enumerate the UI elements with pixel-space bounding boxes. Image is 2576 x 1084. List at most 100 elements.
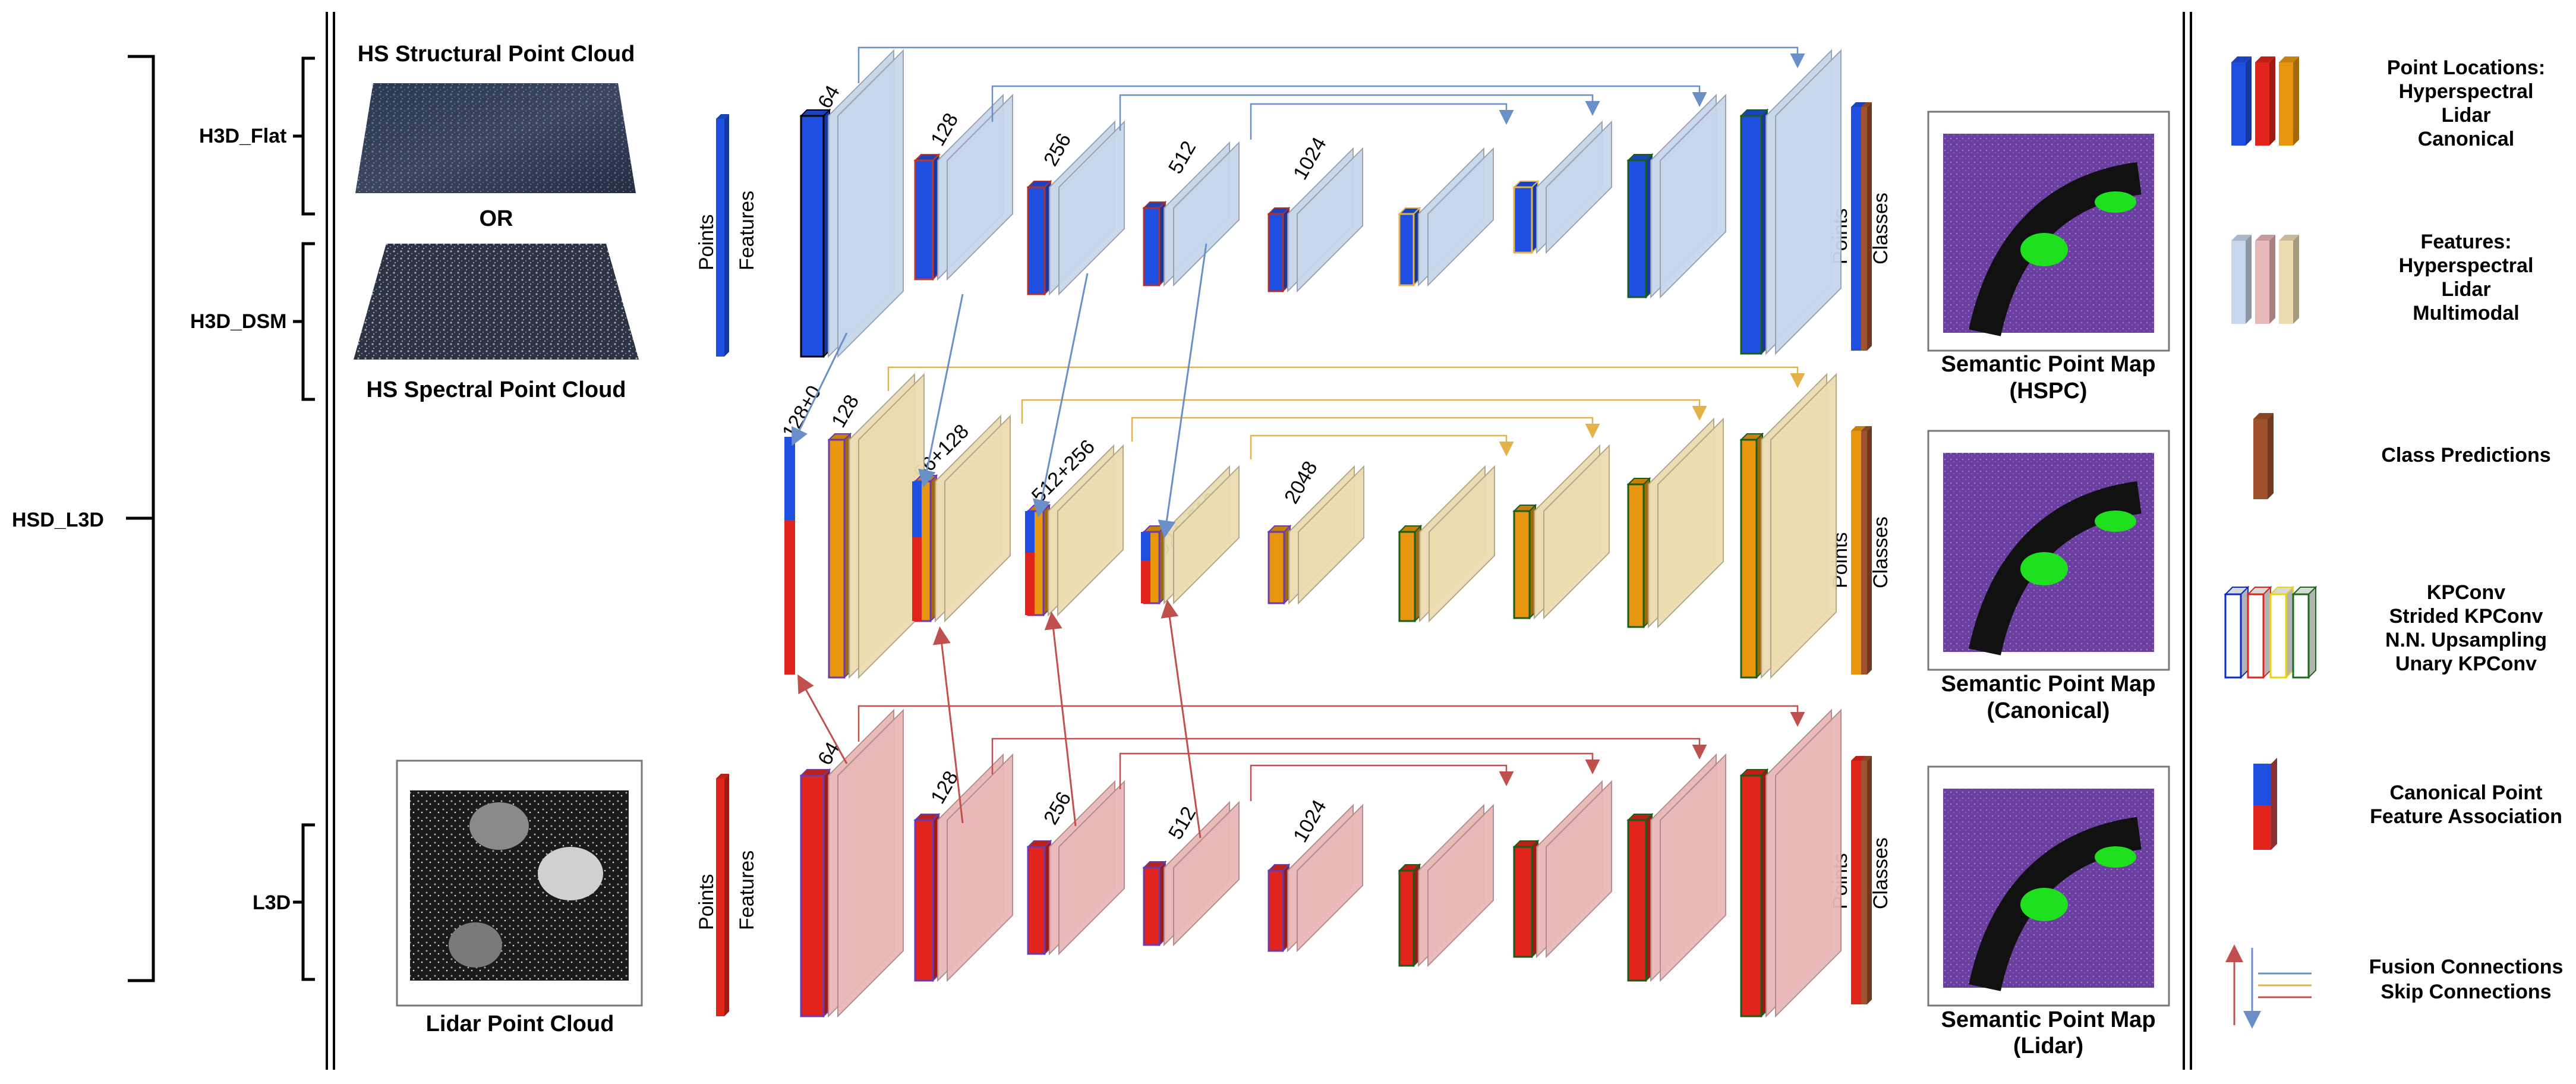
mid-unit-6-pt-front <box>1398 531 1416 622</box>
bot-class-pred-top <box>1861 756 1872 761</box>
fusion-bot-1 <box>932 626 964 824</box>
legend-conv-2-front <box>2269 593 2287 679</box>
top-unit-7-feat-b <box>1660 93 1726 299</box>
mid-unit-1-pt-front <box>828 439 846 679</box>
top-unit-1-pt-front <box>914 159 934 281</box>
top-unit-3-feat-b <box>1173 141 1240 287</box>
bot-unit-1-pt-front <box>914 819 934 982</box>
legend-loc-canon-side <box>2293 56 2299 146</box>
top-unit-3-pt-front <box>1143 207 1161 286</box>
hspc-map-veg-b <box>2095 191 2136 213</box>
lidar-blob-c <box>449 922 502 968</box>
hspc-map-road <box>1969 162 2142 336</box>
fusion-top-1 <box>918 294 964 488</box>
bot-unit-8-pt-front <box>1740 774 1762 1017</box>
lidar-blob-b <box>538 847 603 900</box>
top-unit-0-pt-front <box>800 115 825 358</box>
legend-locations-0: Point Locations: <box>2387 56 2545 79</box>
skip-bot-2 <box>1119 752 1600 789</box>
bot-unit-7-feat-b <box>1660 753 1726 982</box>
legend-class-side <box>2268 413 2274 499</box>
tree-h3d-flat-brace <box>293 56 315 216</box>
legend-features-0: Features: <box>2420 231 2511 253</box>
tree-l3d-label: L3D <box>253 891 291 914</box>
mid-class-pred-top <box>1861 426 1872 431</box>
legend-conv-0: KPConv <box>2427 581 2505 604</box>
bot-class-pred-side <box>1867 756 1872 1004</box>
canon-map-veg-a <box>2020 552 2068 585</box>
legend-connections-1: Skip Connections <box>2380 981 2551 1003</box>
canon-map-road <box>1969 481 2142 656</box>
legend-feat-hs-side <box>2246 235 2252 324</box>
mid-class-pred-side <box>1867 426 1872 675</box>
mid-assoc-0-hs <box>912 481 922 537</box>
bot-unit-0-pt-front <box>800 774 825 1017</box>
skip-top-3 <box>1250 103 1514 140</box>
lidar-map-title: Semantic Point Map <box>1941 1007 2155 1032</box>
legend-conv-3: Unary KPConv <box>2395 653 2537 675</box>
bot-unit-2-feat-b <box>1058 780 1125 956</box>
legend-feat-lidar-front <box>2255 241 2269 324</box>
fusion-bot-2 <box>1044 612 1077 827</box>
tree-root-label: HSD_L3D <box>12 509 104 531</box>
legend-features-3: Multimodal <box>2413 302 2519 324</box>
mid-unit-5-pt-front <box>1267 531 1285 604</box>
inputs: HS Structural Point Cloud OR HS Spectral… <box>354 42 643 1036</box>
dataset-tree: HSD_L3D H3D_Flat H3D_DSM L3D <box>12 55 315 982</box>
mid-assoc-2-lidar <box>1141 560 1150 603</box>
top-class-pred-side <box>1867 102 1872 351</box>
network-blocks <box>716 46 1872 1018</box>
fusion-bot-3 <box>1161 600 1202 839</box>
top-classes-label: Classes <box>1869 193 1892 264</box>
legend-loc-hs-side <box>2246 56 2252 146</box>
legend-class-pred: Class Predictions <box>2381 444 2550 467</box>
bot-unit-6-feat-b <box>1546 780 1612 959</box>
lidar-map-veg-b <box>2095 846 2136 868</box>
mid-classes-label: Classes <box>1869 516 1892 588</box>
or-label: OR <box>480 206 513 231</box>
legend-feat-lidar-top <box>2255 235 2275 241</box>
bot-unit-1-feat-b <box>947 753 1013 982</box>
mid-assoc-2-hs <box>1141 532 1150 560</box>
hs-structural-title: HS Structural Point Cloud <box>358 42 635 67</box>
lidar-blob-a <box>469 802 529 850</box>
top-input-points-front <box>716 119 724 357</box>
canon-map-veg-b <box>2095 511 2136 532</box>
canon-map-sub: (Canonical) <box>1987 698 2110 723</box>
mid-unit-9-feat-b <box>1770 373 1837 679</box>
legend-conv-0-front <box>2224 593 2242 679</box>
legend-features-1: Hyperspectral <box>2399 254 2534 277</box>
top-ch-4: 1024 <box>1289 133 1331 184</box>
bot-input-points-side <box>724 774 729 1016</box>
mid-unit-4-feat-b <box>1173 465 1240 605</box>
fusion-bot-0 <box>797 674 848 764</box>
mid-unit-6-feat-b <box>1429 465 1495 623</box>
hs-structural-texture <box>355 83 636 193</box>
top-input-points-top <box>716 114 729 119</box>
tree-h3d-flat-label: H3D_Flat <box>199 125 286 147</box>
mid-unit-9-pt-front <box>1740 439 1758 679</box>
bot-unit-3-feat-b <box>1173 801 1240 947</box>
legend-conv-0-side <box>2240 585 2249 679</box>
mid-ch-1: 128 <box>827 391 863 431</box>
top-class-pred-front <box>1861 107 1867 351</box>
bot-unit-3-pt-front <box>1143 866 1161 946</box>
legend-conv-2-side <box>2285 585 2294 679</box>
legend-feat-mm-front <box>2279 241 2293 324</box>
top-unit-5-pt-front <box>1398 213 1415 286</box>
skip-mid-1 <box>1021 399 1707 424</box>
legend-loc-hs-front <box>2231 62 2246 146</box>
legend-feat-lidar-side <box>2269 235 2275 324</box>
legend-feat-mm-top <box>2279 235 2299 241</box>
bot-input-points-front <box>716 779 724 1016</box>
tree-h3d-dsm-label: H3D_DSM <box>190 310 286 333</box>
legend-icons <box>2224 56 2318 1029</box>
mid-assoc-lidar <box>784 520 795 675</box>
legend-conv-1-front <box>2247 593 2265 679</box>
mid-unit-7-feat-b <box>1543 444 1610 620</box>
top-unit-8-feat-b <box>1775 49 1842 355</box>
skip-bot-3 <box>1250 764 1514 801</box>
semantic-maps: Semantic Point Map (HSPC) Semantic Point… <box>1927 111 2170 1058</box>
legend-conv-2: N.N. Upsampling <box>2385 629 2547 651</box>
